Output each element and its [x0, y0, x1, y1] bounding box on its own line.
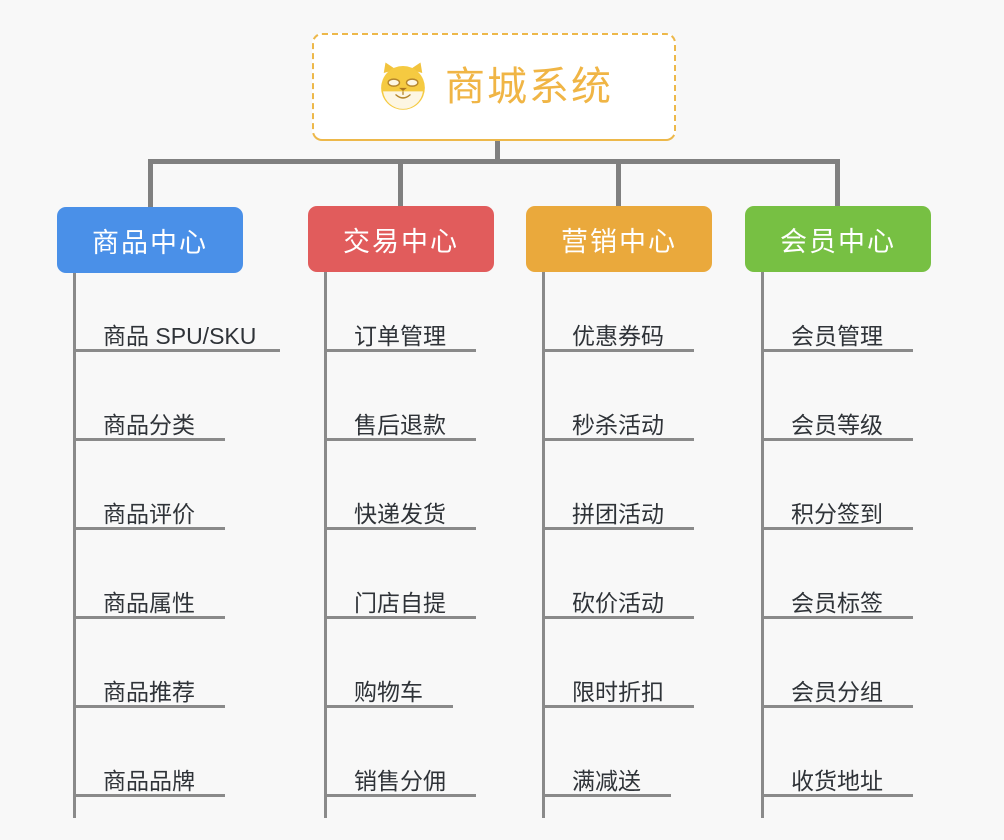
branch-trunk-marketing-center — [542, 272, 545, 818]
connector-drop-product-center — [148, 159, 153, 207]
leaf-underline — [73, 794, 225, 797]
leaf-label: 砍价活动 — [572, 590, 664, 616]
leaf-underline — [542, 705, 694, 708]
leaf-underline — [324, 438, 476, 441]
leaf-underline — [73, 616, 225, 619]
leaf-underline — [761, 527, 913, 530]
leaf-underline — [73, 527, 225, 530]
leaf-underline — [73, 349, 280, 352]
root-title: 商城系统 — [445, 65, 613, 109]
leaf-label: 会员管理 — [791, 323, 883, 349]
leaf-label: 拼团活动 — [572, 501, 664, 527]
root-node[interactable]: 商城系统 — [312, 33, 676, 141]
category-label: 交易中心 — [343, 226, 459, 257]
leaf-underline — [542, 616, 694, 619]
leaf-label: 快递发货 — [354, 501, 446, 527]
shiba-dog-face-icon — [381, 62, 425, 112]
category-box-member-center[interactable]: 会员中心 — [745, 206, 931, 272]
category-box-trade-center[interactable]: 交易中心 — [308, 206, 494, 272]
leaf-label: 收货地址 — [791, 768, 883, 794]
leaf-underline — [542, 794, 671, 797]
category-label: 商品中心 — [92, 227, 208, 258]
leaf-underline — [324, 616, 476, 619]
category-label: 会员中心 — [780, 226, 896, 257]
leaf-label: 售后退款 — [354, 412, 446, 438]
category-box-product-center[interactable]: 商品中心 — [57, 207, 243, 273]
leaf-underline — [324, 349, 476, 352]
leaf-label: 优惠券码 — [572, 323, 664, 349]
leaf-label: 限时折扣 — [572, 679, 664, 705]
leaf-label: 会员标签 — [791, 590, 883, 616]
leaf-label: 商品品牌 — [103, 768, 195, 794]
leaf-underline — [73, 438, 225, 441]
branch-trunk-trade-center — [324, 272, 327, 818]
branch-trunk-member-center — [761, 272, 764, 818]
leaf-label: 销售分佣 — [354, 768, 446, 794]
leaf-underline — [761, 616, 913, 619]
leaf-underline — [73, 705, 225, 708]
connector-horizontal-bus — [148, 159, 840, 164]
leaf-underline — [761, 438, 913, 441]
leaf-label: 商品推荐 — [103, 679, 195, 705]
leaf-label: 会员分组 — [791, 679, 883, 705]
leaf-label: 秒杀活动 — [572, 412, 664, 438]
leaf-label: 商品分类 — [103, 412, 195, 438]
leaf-underline — [542, 349, 694, 352]
leaf-label: 订单管理 — [354, 323, 446, 349]
leaf-underline — [324, 794, 476, 797]
leaf-underline — [761, 349, 913, 352]
leaf-underline — [324, 527, 476, 530]
leaf-underline — [542, 438, 694, 441]
category-box-marketing-center[interactable]: 营销中心 — [526, 206, 712, 272]
category-label: 营销中心 — [561, 226, 677, 257]
leaf-label: 商品评价 — [103, 501, 195, 527]
connector-root-stem — [495, 141, 500, 162]
leaf-underline — [324, 705, 453, 708]
leaf-label: 商品 SPU/SKU — [103, 323, 257, 349]
leaf-underline — [761, 794, 913, 797]
leaf-label: 购物车 — [354, 679, 423, 705]
connector-drop-marketing-center — [616, 159, 621, 207]
branch-trunk-product-center — [73, 273, 76, 818]
leaf-underline — [761, 705, 913, 708]
connector-drop-member-center — [835, 159, 840, 207]
leaf-label: 满减送 — [572, 768, 641, 794]
leaf-label: 门店自提 — [354, 590, 446, 616]
leaf-underline — [542, 527, 694, 530]
connector-drop-trade-center — [398, 159, 403, 207]
leaf-label: 会员等级 — [791, 412, 883, 438]
leaf-label: 积分签到 — [791, 501, 883, 527]
leaf-label: 商品属性 — [103, 590, 195, 616]
